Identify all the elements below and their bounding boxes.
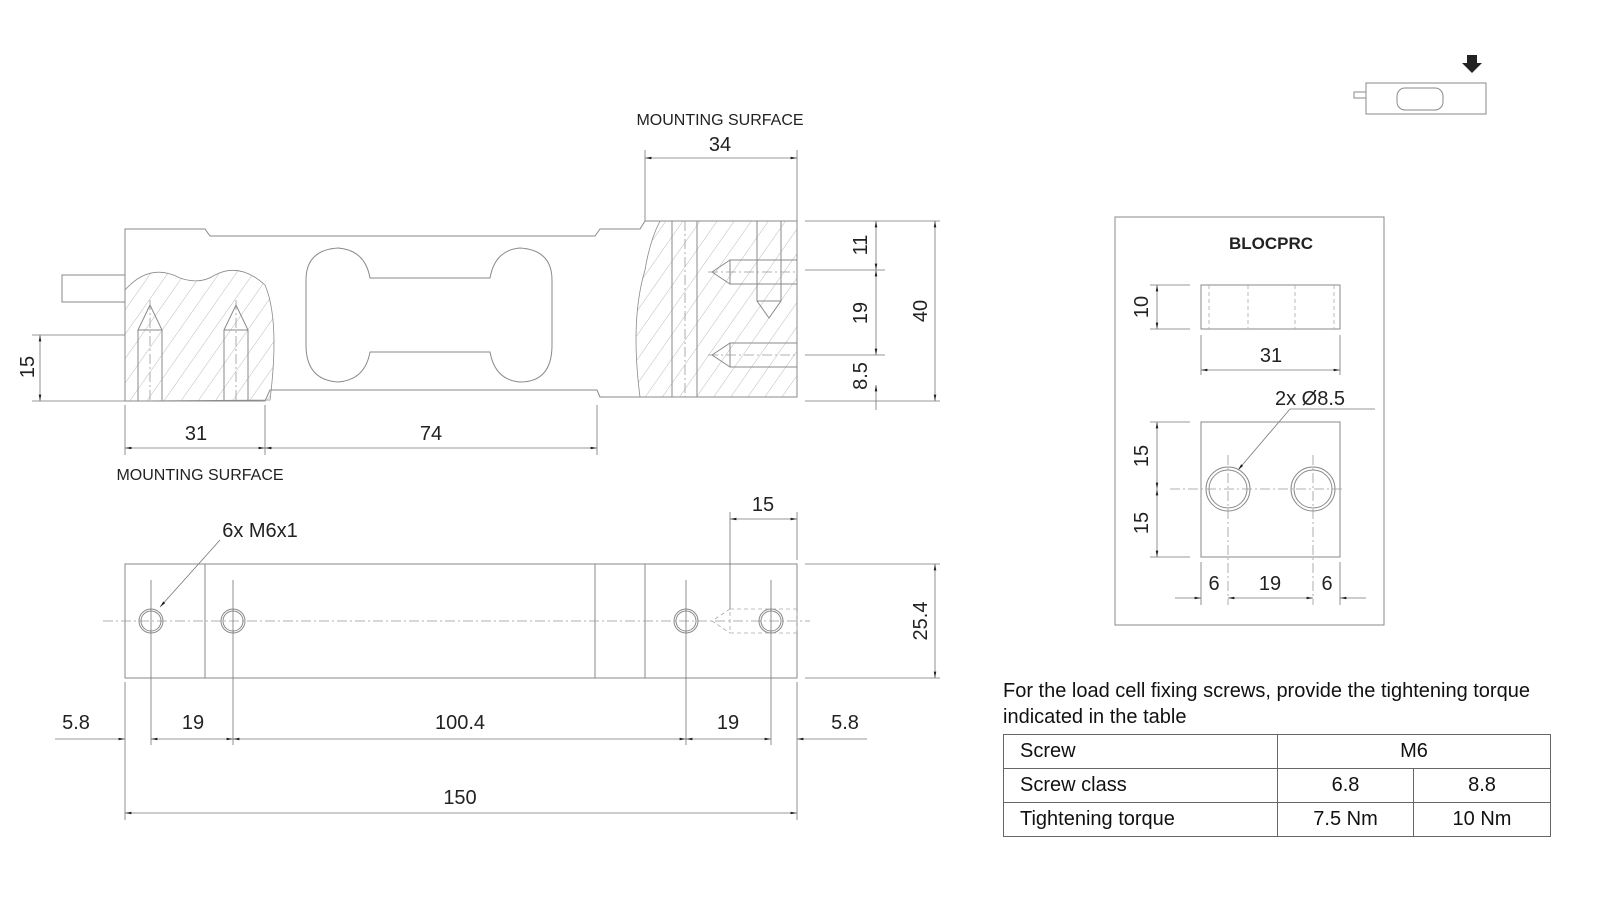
table-row: Screw M6 — [1003, 734, 1551, 769]
dim-15-top: 15 — [752, 494, 774, 516]
torque-value-2: 10 Nm — [1413, 802, 1551, 837]
section-hatch-right — [635, 220, 798, 398]
blocprc-dim-6-left: 6 — [1208, 573, 1219, 595]
dim-5-8-right: 5.8 — [831, 712, 859, 734]
class-value-1: 6.8 — [1277, 768, 1414, 803]
dim-40: 40 — [910, 300, 932, 322]
screw-label: Screw — [1003, 734, 1278, 769]
table-row: Screw class 6.8 8.8 — [1003, 768, 1551, 803]
dim-74: 74 — [420, 423, 442, 445]
dim-31: 31 — [185, 423, 207, 445]
dim-5-8-left: 5.8 — [62, 712, 90, 734]
torque-value-1: 7.5 Nm — [1277, 802, 1414, 837]
blocprc-dim-19: 19 — [1259, 573, 1281, 595]
blocprc-panel: BLOCPRC 10 31 2x Ø8.5 15 15 6 19 6 — [1114, 216, 1385, 626]
blocprc-dim-15-top: 15 — [1131, 445, 1153, 467]
dim-34: 34 — [709, 134, 731, 156]
top-view: 6x M6x1 15 25.4 5.8 19 100.4 19 5.8 150 — [55, 494, 940, 820]
section-hatch-left — [124, 269, 275, 402]
dim-100-4: 100.4 — [435, 712, 485, 734]
blocprc-dim-15-bottom: 15 — [1131, 512, 1153, 534]
blocprc-dim-31: 31 — [1260, 345, 1282, 367]
mounting-surface-label-top: MOUNTING SURFACE — [636, 112, 803, 129]
side-view: MOUNTING SURFACE 34 11 19 8.5 40 15 31 7… — [17, 112, 940, 484]
screw-value: M6 — [1277, 734, 1551, 769]
class-label: Screw class — [1003, 768, 1278, 803]
mounting-holes — [138, 580, 798, 745]
thread-callout: 6x M6x1 — [222, 520, 298, 542]
dim-11: 11 — [850, 235, 872, 256]
torque-table: Screw M6 Screw class 6.8 8.8 Tightening … — [1003, 734, 1551, 837]
blocprc-dim-6-right: 6 — [1321, 573, 1332, 595]
dim-150: 150 — [443, 787, 476, 809]
load-cell-thumbnail — [1353, 55, 1487, 115]
class-value-2: 8.8 — [1413, 768, 1551, 803]
blocprc-dim-10: 10 — [1131, 296, 1153, 318]
dim-25-4: 25.4 — [910, 602, 932, 641]
dim-19-right: 19 — [717, 712, 739, 734]
dumbbell-cutout — [305, 247, 553, 383]
dim-8-5: 8.5 — [850, 362, 872, 390]
load-arrow-icon — [1462, 55, 1482, 73]
blocprc-title: BLOCPRC — [1229, 234, 1313, 253]
dim-19-vertical: 19 — [850, 302, 872, 324]
cable — [61, 274, 126, 303]
hole-callout: 2x Ø8.5 — [1275, 388, 1345, 410]
tightening-note: For the load cell fixing screws, provide… — [1003, 680, 1530, 728]
dim-19-left: 19 — [182, 712, 204, 734]
mounting-surface-label-bottom: MOUNTING SURFACE — [116, 467, 283, 484]
dim-15-left: 15 — [17, 356, 39, 378]
torque-label: Tightening torque — [1003, 802, 1278, 837]
table-row: Tightening torque 7.5 Nm 10 Nm — [1003, 802, 1551, 837]
